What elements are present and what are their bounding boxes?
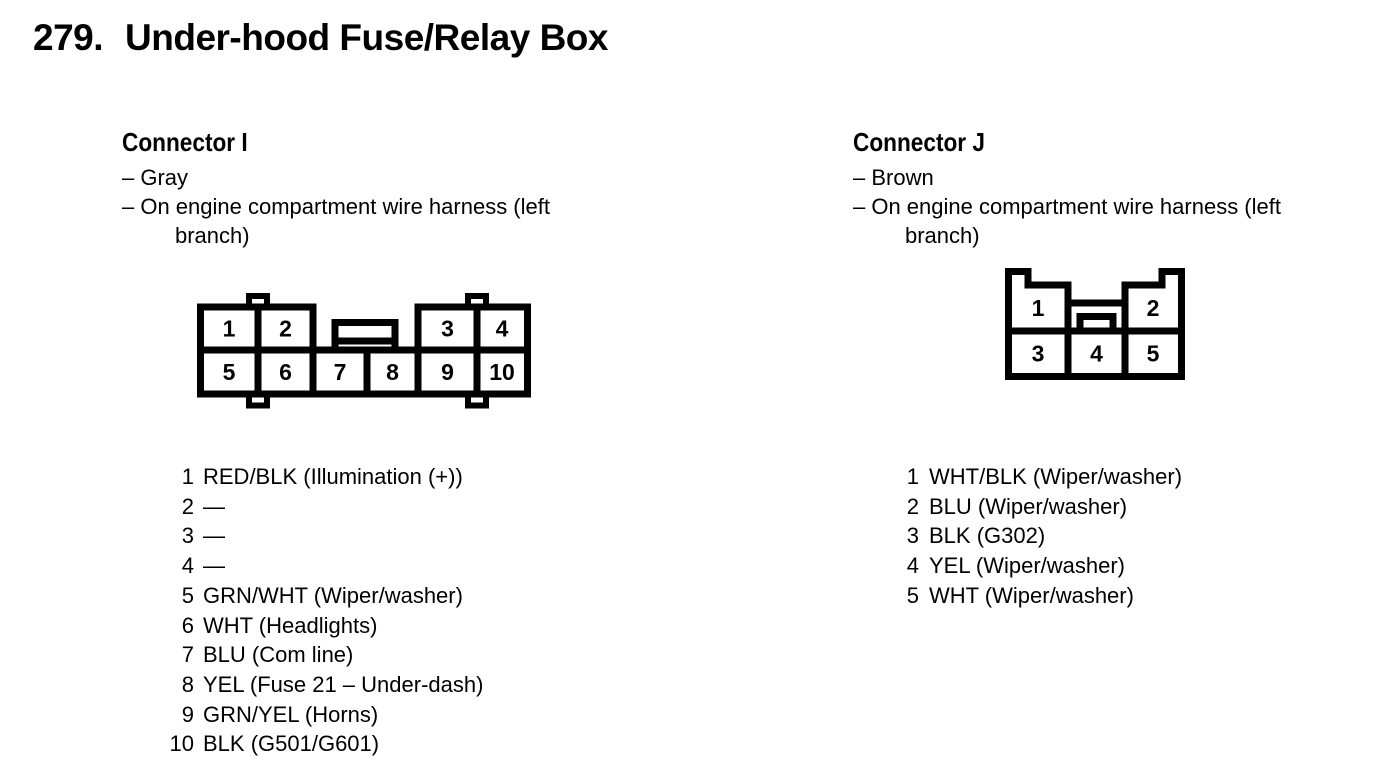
pin-number: 3 bbox=[906, 523, 919, 549]
pin-list-item: 4— bbox=[160, 551, 483, 581]
note-line: – On engine compartment wire harness (le… bbox=[853, 194, 1281, 219]
pin-list-item: 3— bbox=[160, 521, 483, 551]
pin-description: BLK (G302) bbox=[929, 523, 1046, 549]
pin-list-item: 2 BLU (Wiper/washer) bbox=[884, 492, 1182, 522]
pin-description: YEL (Fuse 21 – Under-dash) bbox=[203, 671, 484, 697]
pin-number: 2 bbox=[906, 493, 919, 519]
pin-list-item: 4 YEL (Wiper/washer) bbox=[884, 551, 1182, 581]
pin-number: 5 bbox=[181, 582, 194, 608]
pin-list-item: 7 BLU (Com line) bbox=[160, 640, 483, 670]
pin-cell-label: 3 bbox=[1032, 341, 1045, 367]
pin-number: 4 bbox=[906, 553, 919, 579]
pin-description: — bbox=[203, 493, 225, 519]
pin-list-item: 5 GRN/WHT (Wiper/washer) bbox=[160, 581, 483, 611]
pin-list-item: 1 WHT/BLK (Wiper/washer) bbox=[884, 462, 1182, 492]
pin-description: WHT/BLK (Wiper/washer) bbox=[929, 464, 1183, 489]
pin-number: 8 bbox=[181, 671, 194, 697]
connector-i-notes: – Gray – On engine compartment wire harn… bbox=[122, 163, 550, 250]
pin-cell-label: 4 bbox=[1090, 341, 1103, 367]
pin-list-item: 5 WHT (Wiper/washer) bbox=[884, 581, 1182, 611]
pin-number: 9 bbox=[181, 701, 194, 727]
pin-description: YEL (Wiper/washer) bbox=[929, 553, 1126, 579]
pin-description: GRN/YEL (Horns) bbox=[203, 701, 379, 727]
pin-list-item: 1 RED/BLK (Illumination (+)) bbox=[160, 462, 483, 492]
connector-i-heading: Connector I bbox=[122, 127, 248, 157]
pin-cell-label: 6 bbox=[279, 359, 292, 385]
pin-cell-label: 5 bbox=[223, 359, 236, 385]
pin-list-item: 6 WHT (Headlights) bbox=[160, 611, 483, 641]
pin-cell-label: 5 bbox=[1147, 341, 1160, 367]
pin-number: 3 bbox=[181, 523, 194, 549]
pin-cell-label: 7 bbox=[334, 359, 347, 385]
pin-number: 1 bbox=[181, 464, 194, 489]
pin-number: 10 bbox=[169, 731, 194, 757]
note-continuation: branch) bbox=[175, 223, 250, 248]
pin-cell-label: 1 bbox=[1032, 295, 1045, 321]
pin-list-item: 2— bbox=[160, 492, 483, 522]
pin-cell-label: 3 bbox=[441, 316, 454, 342]
pin-description: — bbox=[203, 553, 225, 579]
note-line: – Gray bbox=[122, 165, 189, 190]
pin-list-item: 10 BLK (G501/G601) bbox=[160, 729, 483, 759]
connector-i-diagram: 1 2 3 4 5 6 7 8 9 10 bbox=[197, 293, 531, 409]
pin-description: BLK (G501/G601) bbox=[203, 731, 380, 757]
pin-description: RED/BLK (Illumination (+)) bbox=[203, 464, 463, 489]
connector-j-notes: – Brown – On engine compartment wire har… bbox=[853, 163, 1281, 250]
note-line: – On engine compartment wire harness (le… bbox=[122, 194, 550, 219]
pin-number: 4 bbox=[181, 553, 194, 579]
pin-list-item: 9 GRN/YEL (Horns) bbox=[160, 700, 483, 730]
pin-number: 5 bbox=[906, 582, 919, 608]
pin-description: WHT (Headlights) bbox=[203, 612, 378, 638]
note-continuation: branch) bbox=[905, 223, 980, 248]
pin-cell-label: 1 bbox=[223, 316, 236, 342]
pin-number: 1 bbox=[906, 464, 919, 489]
connector-j-heading: Connector J bbox=[853, 127, 985, 157]
pin-number: 7 bbox=[181, 642, 194, 668]
connector-j-pin-list: 1 WHT/BLK (Wiper/washer) 2 BLU (Wiper/wash… bbox=[884, 462, 1182, 611]
pin-description: WHT (Wiper/washer) bbox=[929, 582, 1134, 608]
pin-cell-label: 9 bbox=[441, 359, 454, 385]
pin-description: GRN/WHT (Wiper/washer) bbox=[203, 582, 463, 608]
section-number: 279. bbox=[33, 17, 104, 58]
pin-number: 2 bbox=[181, 493, 194, 519]
page-title: 279. Under-hood Fuse/Relay Box bbox=[33, 17, 608, 59]
note-line: – Brown bbox=[853, 165, 934, 190]
pin-description: BLU (Wiper/washer) bbox=[929, 493, 1128, 519]
connector-j-outline bbox=[1005, 268, 1185, 380]
pin-cell-label: 2 bbox=[1147, 295, 1160, 321]
pin-cell-label: 10 bbox=[489, 359, 515, 385]
section-title-text: Under-hood Fuse/Relay Box bbox=[125, 17, 608, 58]
pin-cell-label: 4 bbox=[496, 316, 509, 342]
pin-list-item: 8 YEL (Fuse 21 – Under-dash) bbox=[160, 670, 484, 700]
connector-i-outline bbox=[197, 303, 531, 398]
pin-description: BLU (Com line) bbox=[203, 642, 354, 668]
pin-number: 6 bbox=[181, 612, 194, 638]
pin-cell-label: 2 bbox=[279, 316, 292, 342]
connector-j-diagram: 1 2 3 4 5 bbox=[1005, 268, 1185, 380]
pin-cell-label: 8 bbox=[386, 359, 399, 385]
connector-i-tabs bbox=[246, 293, 489, 409]
pin-description: — bbox=[203, 523, 225, 549]
pin-list-item: 3 BLK (G302) bbox=[884, 521, 1182, 551]
